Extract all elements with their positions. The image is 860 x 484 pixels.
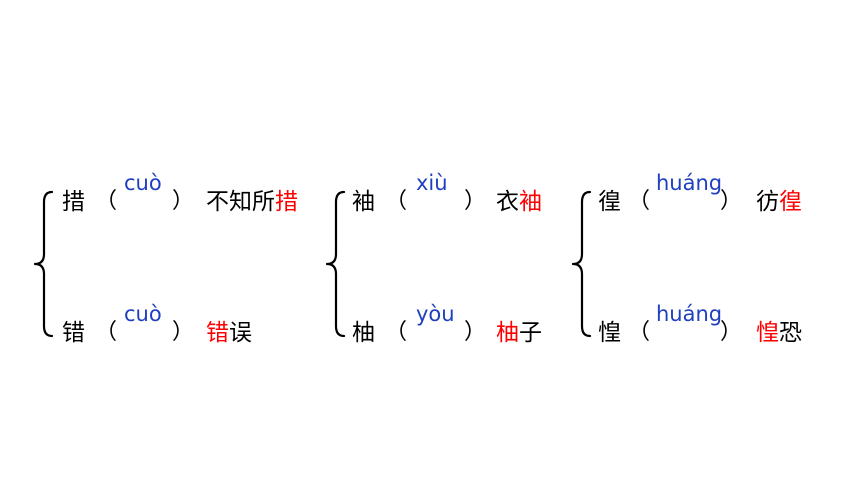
brace-1 — [33, 190, 54, 338]
group-1-top-close-paren: ） — [172, 189, 195, 214]
brace-2 — [325, 190, 346, 338]
group-2-bottom-open-paren: （ — [385, 320, 408, 345]
group-1-bottom-word-highlight: 错 — [206, 320, 229, 346]
group-1-top-open-paren: （ — [95, 189, 118, 214]
group-2-bottom-word-highlight: 柚 — [496, 320, 519, 346]
group-3-top-word-highlight: 徨 — [779, 189, 802, 215]
group-3-bottom-word-after: 恐 — [779, 320, 802, 346]
group-1-bottom-pinyin: cuò — [124, 302, 162, 326]
group-3-top-pinyin: huáng — [656, 171, 723, 195]
group-1-top-word: 不知所措 — [206, 182, 298, 222]
group-3-top-close-paren: ） — [720, 189, 743, 214]
group-2-bottom-pinyin: yòu — [416, 302, 455, 326]
group-3-top-char: 徨 — [598, 189, 621, 215]
group-3-bottom-word: 惶恐 — [756, 313, 802, 353]
group-3-bottom-pinyin: huáng — [656, 302, 723, 326]
group-1-top-pinyin: cuò — [124, 171, 162, 195]
group-3-bottom-close-paren: ） — [720, 320, 743, 345]
group-1-bottom-close-paren: ） — [172, 320, 195, 345]
group-2-bottom-word: 柚子 — [496, 313, 542, 353]
group-1-top-char: 措 — [62, 189, 85, 215]
group-3-top-word: 彷徨 — [756, 182, 802, 222]
group-1-top-word-before: 不知所 — [206, 189, 275, 215]
group-1-bottom-word: 错误 — [206, 313, 252, 353]
group-1-bottom-word-after: 误 — [229, 320, 252, 346]
group-2-top-close-paren: ） — [464, 189, 487, 214]
group-3-bottom-char: 惶 — [598, 320, 621, 346]
group-2-top-word-before: 衣 — [496, 189, 519, 215]
group-3-bottom-open-paren: （ — [628, 320, 651, 345]
group-2-bottom-close-paren: ） — [464, 320, 487, 345]
group-3-bottom-word-highlight: 惶 — [756, 320, 779, 346]
group-2-top-word: 衣袖 — [496, 182, 542, 222]
group-2-bottom-word-after: 子 — [519, 320, 542, 346]
group-3-top-open-paren: （ — [628, 189, 651, 214]
group-2-top-open-paren: （ — [385, 189, 408, 214]
brace-3 — [571, 190, 592, 338]
group-1-bottom-open-paren: （ — [95, 320, 118, 345]
group-3-top-word-before: 彷 — [756, 189, 779, 215]
group-1-top-word-highlight: 措 — [275, 189, 298, 215]
group-2-bottom-char: 柚 — [352, 320, 375, 346]
group-2-top-pinyin: xiù — [416, 171, 448, 195]
group-2-top-word-highlight: 袖 — [519, 189, 542, 215]
group-2-top-char: 袖 — [352, 189, 375, 215]
group-1-bottom-char: 错 — [62, 320, 85, 346]
